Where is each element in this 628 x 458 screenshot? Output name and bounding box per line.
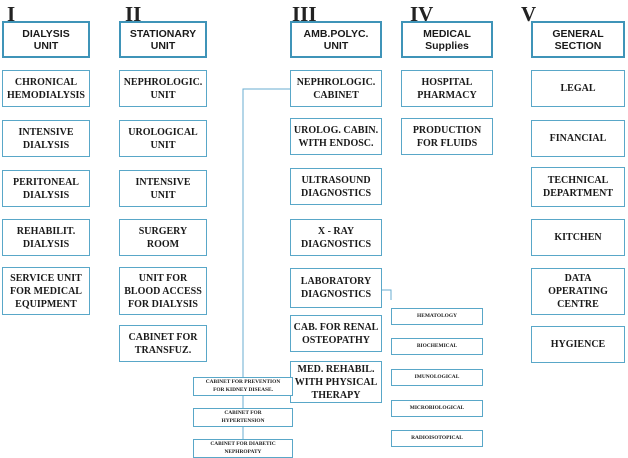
box-label: UROLOGICAL UNIT bbox=[128, 126, 198, 151]
box-label: RADIOISOTOPICAL bbox=[411, 434, 463, 441]
box-kitchen: KITCHEN bbox=[531, 219, 625, 256]
box-nephrologic-unit: NEPHROLOGIC. UNIT bbox=[119, 70, 207, 107]
box-label: CHRONICAL HEMODIALYSIS bbox=[7, 76, 85, 101]
header-amb-polyc-unit: AMB.POLYC. UNIT bbox=[290, 21, 382, 58]
box-intensive-unit: INTENSIVE UNIT bbox=[119, 170, 207, 207]
header-label: MEDICAL Supplies bbox=[423, 27, 471, 52]
box-urolog-cabin-endosc: UROLOG. CABIN. WITH ENDOSC. bbox=[290, 118, 382, 155]
box-label: HEMATOLOGY bbox=[417, 312, 457, 319]
box-blood-access-dialysis: UNIT FOR BLOOD ACCESS FOR DIALYSIS bbox=[119, 267, 207, 315]
connector-lab-to-subunits bbox=[382, 289, 392, 300]
box-label: INTENSIVE UNIT bbox=[135, 176, 191, 201]
box-nephrologic-cabinet: NEPHROLOGIC. CABINET bbox=[290, 70, 382, 107]
box-label: LABORATORY DIAGNOSTICS bbox=[300, 276, 372, 300]
box-label: PRODUCTION FOR FLUIDS bbox=[412, 124, 482, 149]
box-technical-department: TECHNICAL DEPARTMENT bbox=[531, 167, 625, 207]
box-label: REHABILIT. DIALYSIS bbox=[16, 225, 76, 250]
box-radioisotopical: RADIOISOTOPICAL bbox=[391, 430, 483, 447]
box-peritoneal-dialysis: PERITONEAL DIALYSIS bbox=[2, 170, 90, 207]
box-hospital-pharmacy: HOSPITAL PHARMACY bbox=[401, 70, 493, 107]
box-cabinet-transfuz: CABINET FOR TRANSFUZ. bbox=[119, 325, 207, 362]
header-label: AMB.POLYC. UNIT bbox=[303, 27, 369, 52]
numeral-col-4: IV bbox=[410, 2, 434, 26]
box-hygience: HYGIENCE bbox=[531, 326, 625, 363]
box-label: MED. REHABIL. WITH PHYSICAL THERAPY bbox=[294, 363, 378, 401]
box-label: ULTRASOUND DIAGNOSTICS bbox=[300, 174, 372, 199]
box-label: CAB. FOR RENAL OSTEOPATHY bbox=[293, 321, 379, 346]
box-chronical-hemodialysis: CHRONICAL HEMODIALYSIS bbox=[2, 70, 90, 107]
box-label: FINANCIAL bbox=[549, 133, 607, 144]
box-label: HYGIENCE bbox=[550, 339, 606, 350]
box-production-fluids: PRODUCTION FOR FLUIDS bbox=[401, 118, 493, 155]
box-label: HOSPITAL PHARMACY bbox=[417, 76, 477, 101]
box-label: UROLOG. CABIN. WITH ENDOSC. bbox=[293, 124, 379, 149]
header-medical-supplies: MEDICAL Supplies bbox=[401, 21, 493, 58]
box-med-rehabil-physical-therapy: MED. REHABIL. WITH PHYSICAL THERAPY bbox=[290, 361, 382, 403]
box-diabetic-nephropaty: CABINET FOR DIABETIC NEPHROPATY bbox=[193, 439, 293, 458]
numeral-col-2: II bbox=[125, 2, 142, 26]
box-label: BIOCHEMICAL bbox=[416, 342, 458, 349]
box-label: TECHNICAL DEPARTMENT bbox=[542, 175, 614, 199]
box-intensive-dialysis: INTENSIVE DIALYSIS bbox=[2, 120, 90, 157]
box-ultrasound-diagnostics: ULTRASOUND DIAGNOSTICS bbox=[290, 168, 382, 205]
box-kidney-disease-prevention: CABINET FOR PREVENTION FOR KIDNEY DISEAS… bbox=[193, 377, 293, 396]
box-renal-osteopathy: CAB. FOR RENAL OSTEOPATHY bbox=[290, 315, 382, 352]
connector-nephro-cabinet-to-subunits bbox=[242, 88, 290, 448]
box-laboratory-diagnostics: LABORATORY DIAGNOSTICS bbox=[290, 268, 382, 308]
box-imunological: IMUNOLOGICAL bbox=[391, 369, 483, 386]
box-label: IMUNOLOGICAL bbox=[414, 373, 460, 380]
box-service-unit-medical-equipment: SERVICE UNIT FOR MEDICAL EQUIPMENT bbox=[2, 267, 90, 315]
box-label: PERITONEAL DIALYSIS bbox=[13, 176, 79, 201]
box-legal: LEGAL bbox=[531, 70, 625, 107]
box-label: CABINET FOR TRANSFUZ. bbox=[128, 331, 198, 356]
box-data-operating-centre: DATA OPERATING CENTRE bbox=[531, 268, 625, 315]
box-surgery-room: SURGERY ROOM bbox=[119, 219, 207, 256]
header-label: DIALYSIS UNIT bbox=[22, 27, 70, 52]
box-label: CABINET FOR DIABETIC NEPHROPATY bbox=[210, 441, 276, 455]
box-label: LEGAL bbox=[560, 83, 596, 94]
box-urological-unit: UROLOGICAL UNIT bbox=[119, 120, 207, 157]
header-label: STATIONARY UNIT bbox=[129, 27, 197, 52]
box-label: INTENSIVE DIALYSIS bbox=[18, 126, 74, 151]
header-label: GENERAL SECTION bbox=[552, 27, 604, 52]
numeral-col-3: III bbox=[292, 2, 317, 26]
box-label: UNIT FOR BLOOD ACCESS FOR DIALYSIS bbox=[124, 272, 202, 310]
box-rehabilit-dialysis: REHABILIT. DIALYSIS bbox=[2, 219, 90, 256]
box-label: CABINET FOR PREVENTION FOR KIDNEY DISEAS… bbox=[205, 379, 281, 393]
box-label: SURGERY ROOM bbox=[138, 225, 188, 250]
header-stationary-unit: STATIONARY UNIT bbox=[119, 21, 207, 58]
box-hematology: HEMATOLOGY bbox=[391, 308, 483, 325]
box-financial: FINANCIAL bbox=[531, 120, 625, 157]
header-dialysis-unit: DIALYSIS UNIT bbox=[2, 21, 90, 58]
numeral-col-1: I bbox=[7, 2, 16, 26]
box-label: NEPHROLOGIC. CABINET bbox=[296, 76, 376, 101]
box-label: MICROBIOLOGICAL bbox=[409, 404, 465, 411]
box-biochemical: BIOCHEMICAL bbox=[391, 338, 483, 355]
numeral-col-5: V bbox=[521, 2, 537, 26]
box-label: DATA OPERATING CENTRE bbox=[548, 273, 608, 310]
box-label: CABINET FOR HYPERTENSION bbox=[221, 410, 265, 424]
box-microbiological: MICROBIOLOGICAL bbox=[391, 400, 483, 417]
box-hypertension: CABINET FOR HYPERTENSION bbox=[193, 408, 293, 427]
box-label: SERVICE UNIT FOR MEDICAL EQUIPMENT bbox=[10, 272, 82, 310]
box-xray-diagnostics: X - RAY DIAGNOSTICS bbox=[290, 219, 382, 256]
box-label: NEPHROLOGIC. UNIT bbox=[123, 76, 203, 101]
box-label: X - RAY DIAGNOSTICS bbox=[300, 225, 372, 250]
box-label: KITCHEN bbox=[554, 232, 602, 243]
header-general-section: GENERAL SECTION bbox=[531, 21, 625, 58]
